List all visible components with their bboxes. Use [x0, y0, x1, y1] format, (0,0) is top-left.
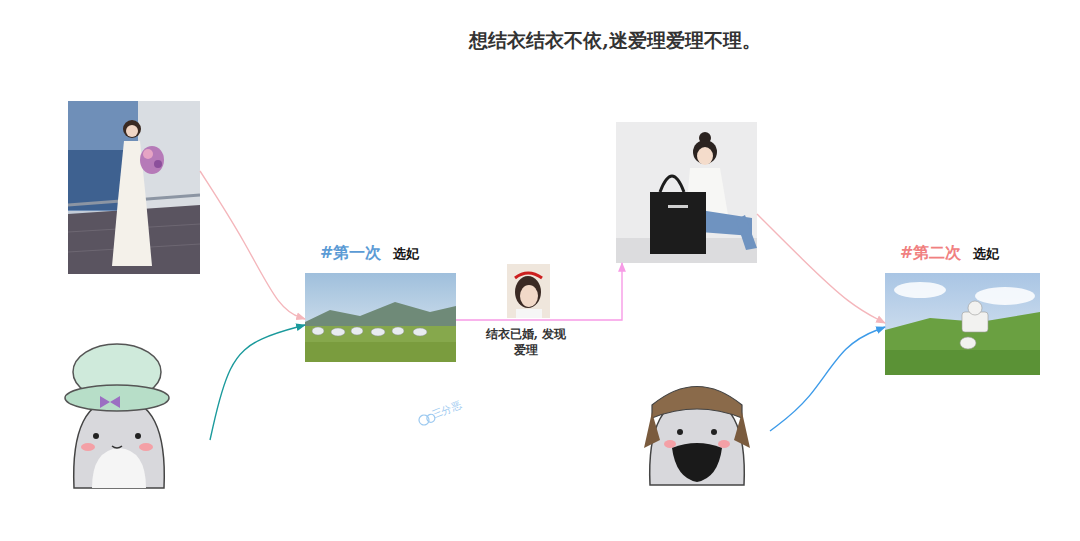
edge-label: 结衣已婚, 发现爱理 [485, 326, 567, 358]
woman-photo [68, 101, 200, 274]
girl-photo [616, 122, 757, 263]
portrait-photo [507, 264, 550, 318]
photo-node [616, 122, 757, 263]
hamster-hat [65, 344, 169, 488]
grassland-statue-photo [885, 273, 1040, 375]
grassland-photo [305, 273, 456, 362]
photo-node [68, 101, 200, 274]
heading-tag: #第一次 [320, 243, 381, 264]
watermark: 三分恶 [430, 398, 463, 422]
connector-arrow [456, 263, 622, 320]
diagram-title: 想结衣结衣不依,迷爱理爱理不理。 [400, 28, 830, 54]
scene-node: #第二次选妃 [885, 273, 1040, 375]
hamster-node [60, 330, 210, 490]
connector-arrow [200, 171, 305, 319]
heading-word: 选妃 [973, 245, 999, 263]
connector-arrow [757, 214, 885, 323]
scene-node: #第一次选妃 [305, 273, 456, 362]
hamster-node [640, 372, 770, 490]
node-heading: #第二次选妃 [900, 243, 999, 264]
heading-tag: #第二次 [900, 243, 961, 264]
heading-word: 选妃 [393, 245, 419, 263]
connector-arrow [770, 327, 885, 431]
hamster-beard [644, 387, 750, 486]
node-heading: #第一次选妃 [320, 243, 419, 264]
connector-arrow [210, 325, 305, 440]
